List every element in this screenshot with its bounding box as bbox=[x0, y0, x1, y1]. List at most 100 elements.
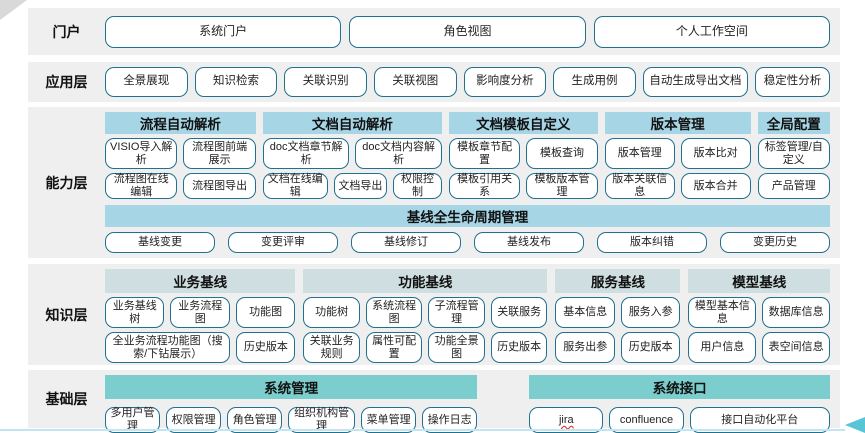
button-label: 菜单管理 bbox=[366, 413, 411, 426]
button-label: 属性可配置 bbox=[372, 334, 417, 360]
application-layer-panel: 应用层 全景展现知识检索关联识别关联视图影响度分析生成用例自动生成导出文档稳定性… bbox=[28, 62, 840, 102]
knowledge-button[interactable]: 服务入参 bbox=[620, 297, 681, 328]
knowledge-button[interactable]: 历史版本 bbox=[620, 332, 681, 363]
arrow-left-icon bbox=[845, 417, 865, 433]
capability-button[interactable]: 文档在线编辑 bbox=[262, 173, 328, 199]
button-label: 关联识别 bbox=[302, 75, 349, 88]
baseline-button[interactable]: 变更评审 bbox=[228, 232, 338, 253]
button-label: 影响度分析 bbox=[476, 75, 534, 88]
knowledge-button[interactable]: 基本信息 bbox=[555, 297, 615, 328]
capability-button[interactable]: 文档导出 bbox=[333, 173, 388, 199]
portal-button[interactable]: 系统门户 bbox=[105, 15, 342, 48]
capability-content: 流程自动解析 VISIO导入解析流程图前端展示 流程图在线编辑流程图导出 文档自… bbox=[105, 107, 840, 258]
baseline-button[interactable]: 变更历史 bbox=[720, 232, 830, 253]
button-label: confluence bbox=[619, 413, 674, 426]
foundation-button[interactable]: confluence bbox=[609, 407, 684, 433]
capability-button[interactable]: 模板章节配置 bbox=[448, 138, 521, 169]
foundation-button[interactable]: jira bbox=[529, 407, 604, 433]
group-header: 业务基线 bbox=[105, 269, 296, 293]
baseline-button-row: 基线变更变更评审基线修订基线发布版本纠错 变更历史 bbox=[105, 232, 830, 253]
button-label: 关联服务 bbox=[497, 306, 542, 319]
bottom-accent-line bbox=[0, 429, 845, 431]
knowledge-group-service-baseline: 服务基线 基本信息服务入参 服务出参历史版本 bbox=[555, 269, 681, 363]
knowledge-layer-panel: 知识层 业务基线 业务基线树业务流程图功能图 全业务流程功能图（搜索/下钻展示）… bbox=[28, 264, 840, 365]
button-label: 组织机构管理 bbox=[294, 407, 350, 432]
baseline-button[interactable]: 基线修订 bbox=[351, 232, 461, 253]
knowledge-button[interactable]: 历史版本 bbox=[490, 332, 548, 363]
group-header: 文档自动解析 bbox=[262, 112, 442, 134]
capability-layer-label: 能力层 bbox=[45, 174, 88, 191]
capability-button[interactable]: doc文档内容解析 bbox=[355, 138, 442, 169]
capability-button[interactable]: 流程图前端展示 bbox=[183, 138, 256, 169]
knowledge-button[interactable]: 属性可配置 bbox=[365, 332, 423, 363]
capability-button[interactable]: 产品管理 bbox=[757, 173, 831, 199]
capability-button[interactable]: 流程图在线编辑 bbox=[105, 173, 178, 199]
knowledge-button[interactable]: 全业务流程功能图（搜索/下钻展示） bbox=[105, 332, 231, 363]
knowledge-button[interactable]: 历史版本 bbox=[236, 332, 296, 363]
button-label: 功能图 bbox=[249, 306, 283, 319]
capability-button[interactable]: 版本管理 bbox=[604, 138, 675, 169]
foundation-button[interactable]: 组织机构管理 bbox=[288, 407, 356, 433]
foundation-button[interactable]: 角色管理 bbox=[227, 407, 283, 433]
application-button[interactable]: 生成用例 bbox=[553, 67, 636, 97]
knowledge-button[interactable]: 数据库信息 bbox=[762, 297, 830, 328]
capability-row: 模板引用关系模板版本管理 bbox=[448, 173, 598, 199]
application-button[interactable]: 稳定性分析 bbox=[754, 67, 831, 97]
application-button[interactable]: 知识检索 bbox=[194, 67, 278, 97]
foundation-button[interactable]: 操作日志 bbox=[422, 407, 478, 433]
capability-layer-panel: 能力层 流程自动解析 VISIO导入解析流程图前端展示 流程图在线编辑流程图导出… bbox=[28, 107, 840, 258]
application-button[interactable]: 关联视图 bbox=[373, 67, 457, 97]
foundation-button[interactable]: 菜单管理 bbox=[361, 407, 417, 433]
capability-button[interactable]: doc文档章节解析 bbox=[262, 138, 350, 169]
foundation-button[interactable]: 多用户管理 bbox=[105, 407, 161, 433]
knowledge-button[interactable]: 功能图 bbox=[235, 297, 296, 328]
button-label: 数据库信息 bbox=[768, 306, 824, 319]
application-button[interactable]: 自动生成导出文档 bbox=[642, 67, 748, 97]
knowledge-button[interactable]: 功能树 bbox=[303, 297, 360, 328]
button-label: 系统门户 bbox=[199, 23, 248, 38]
knowledge-button[interactable]: 业务基线树 bbox=[105, 297, 165, 328]
knowledge-button[interactable]: 表空间信息 bbox=[762, 332, 830, 363]
button-label: VISIO导入解析 bbox=[110, 140, 173, 166]
foundation-button[interactable]: 接口自动化平台 bbox=[689, 407, 830, 433]
button-label: 模板引用关系 bbox=[457, 173, 513, 198]
capability-button[interactable]: 模板引用关系 bbox=[448, 173, 521, 199]
button-label: 产品管理 bbox=[771, 179, 816, 192]
capability-group-doc-template: 文档模板自定义 模板章节配置模板查询 模板引用关系模板版本管理 bbox=[448, 112, 598, 199]
portal-button[interactable]: 角色视图 bbox=[349, 15, 586, 48]
application-button[interactable]: 全景展现 bbox=[105, 67, 188, 97]
button-label: 变更历史 bbox=[753, 236, 797, 249]
knowledge-button[interactable]: 子流程管理 bbox=[428, 297, 485, 328]
capability-button[interactable]: 版本比对 bbox=[680, 138, 751, 169]
portal-button[interactable]: 个人工作空间 bbox=[593, 15, 830, 48]
capability-button[interactable]: VISIO导入解析 bbox=[105, 138, 178, 169]
button-label: 权限管理 bbox=[171, 413, 216, 426]
application-button[interactable]: 关联识别 bbox=[284, 67, 367, 97]
capability-button[interactable]: 模板查询 bbox=[526, 138, 598, 169]
capability-button[interactable]: 版本关联信息 bbox=[604, 173, 675, 199]
baseline-button[interactable]: 基线变更 bbox=[105, 232, 215, 253]
knowledge-button[interactable]: 功能全景图 bbox=[428, 332, 485, 363]
capability-button[interactable]: 流程图导出 bbox=[183, 173, 256, 199]
application-button[interactable]: 影响度分析 bbox=[463, 67, 547, 97]
knowledge-button[interactable]: 服务出参 bbox=[555, 332, 615, 363]
foundation-layer-label: 基础层 bbox=[45, 391, 88, 407]
capability-button[interactable]: 模板版本管理 bbox=[526, 173, 598, 199]
knowledge-button[interactable]: 模型基本信息 bbox=[688, 297, 757, 328]
button-label: 业务基线树 bbox=[112, 299, 157, 325]
knowledge-button[interactable]: 业务流程图 bbox=[170, 297, 230, 328]
knowledge-button[interactable]: 关联业务规则 bbox=[303, 332, 360, 363]
capability-button[interactable]: 权限控制 bbox=[393, 173, 442, 199]
button-label: 版本合并 bbox=[693, 179, 738, 192]
knowledge-button[interactable]: 关联服务 bbox=[490, 297, 548, 328]
knowledge-button[interactable]: 系统流程图 bbox=[365, 297, 423, 328]
capability-button[interactable]: 版本合并 bbox=[680, 173, 751, 199]
button-label: 操作日志 bbox=[427, 413, 472, 426]
baseline-button[interactable]: 版本纠错 bbox=[597, 232, 707, 253]
button-label: 关联视图 bbox=[392, 75, 439, 88]
capability-button[interactable]: 标签管理/自定义 bbox=[757, 138, 831, 169]
knowledge-button[interactable]: 用户信息 bbox=[688, 332, 757, 363]
baseline-button[interactable]: 基线发布 bbox=[474, 232, 584, 253]
